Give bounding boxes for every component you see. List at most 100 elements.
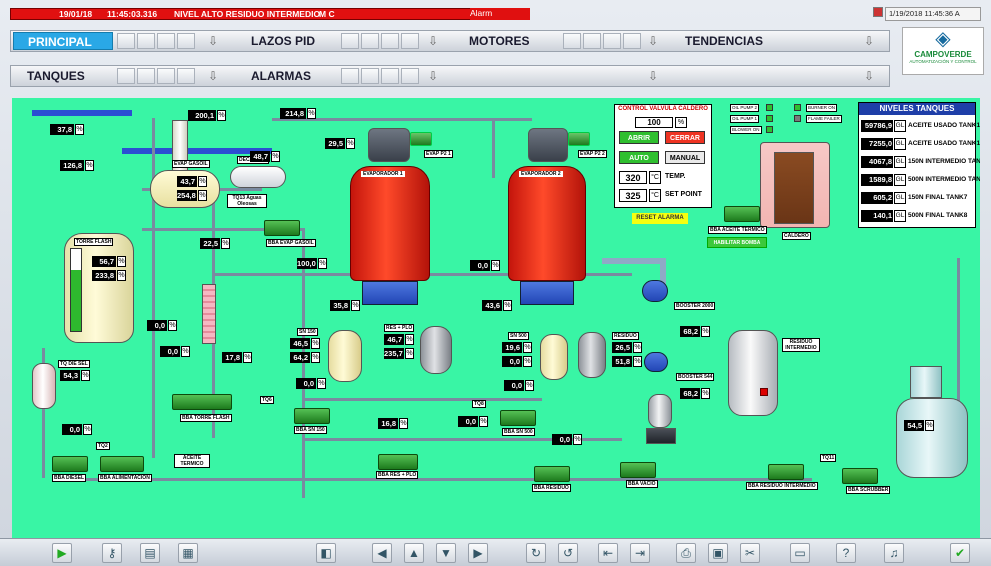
move-right-icon[interactable]: ⇥: [630, 543, 650, 563]
tag-residuo-intermedio: RESIDUO INTERMEDIO: [782, 338, 820, 352]
tank-level-name: ACEITE USADO TANK1: [908, 122, 980, 129]
play-icon[interactable]: ▶: [52, 543, 72, 563]
booster-544[interactable]: [644, 352, 668, 372]
tank-level-name: 150N FINAL TANK7: [908, 194, 968, 201]
pump-diesel[interactable]: [52, 456, 88, 472]
nav-down-arrow-icon[interactable]: ⇩: [427, 69, 439, 83]
value-display: 16,8: [378, 418, 398, 429]
document-icon[interactable]: ▦: [178, 543, 198, 563]
tag-bba-diesel: BBA DIESEL: [52, 474, 87, 482]
pump-residuo[interactable]: [534, 466, 570, 482]
tank-level-value: 605,2: [861, 192, 893, 204]
nav-motores[interactable]: MOTORES: [469, 34, 530, 48]
nav-down-arrow-icon[interactable]: ⇩: [427, 34, 439, 48]
nav-seg: [117, 68, 135, 84]
nav-down-arrow-icon[interactable]: ⇩: [647, 34, 659, 48]
pump-torre-flash[interactable]: [172, 394, 232, 410]
arrow-down-icon[interactable]: ▼: [436, 543, 456, 563]
pipe: [302, 438, 622, 441]
folder-icon[interactable]: ▤: [140, 543, 160, 563]
setpoint-label: SET POINT: [665, 191, 702, 198]
nav-down-arrow-icon[interactable]: ⇩: [207, 69, 219, 83]
logo-name: CAMPOVERDE: [914, 50, 972, 59]
valve-opening-value[interactable]: 100: [635, 117, 673, 128]
booster-2000[interactable]: [642, 280, 668, 302]
level-gauge: [70, 248, 82, 332]
tag-caldero: CALDERO: [782, 232, 811, 240]
tag-tq11: TQ11: [820, 454, 837, 462]
unit-label: %: [75, 124, 84, 135]
nav-tanques[interactable]: TANQUES: [27, 69, 85, 83]
logo-tagline: AUTOMATIZACIÓN Y CONTROL: [909, 59, 977, 64]
diesel-tank: [32, 363, 56, 409]
unit-label: %: [523, 342, 532, 353]
tag-tq-diesel: TQ DIE SEL: [58, 360, 90, 368]
value-display: 54,3: [60, 370, 80, 381]
computer-icon[interactable]: ▭: [790, 543, 810, 563]
auto-button[interactable]: AUTO: [619, 151, 659, 164]
speaker-icon[interactable]: ♫: [884, 543, 904, 563]
print-icon[interactable]: ⎙: [676, 543, 696, 563]
tank-level-value: 59786,9: [861, 120, 893, 132]
pipe: [492, 118, 495, 178]
pump-sn500[interactable]: [500, 410, 536, 426]
alarm-banner[interactable]: 19/01/18 11:45:03.316 NIVEL ALTO RESIDUO…: [10, 8, 510, 20]
pump-sn150[interactable]: [294, 408, 330, 424]
unit-label: %: [346, 138, 355, 149]
pipe: [52, 478, 812, 481]
pipe: [660, 258, 666, 288]
pump-evap-gasoil[interactable]: [264, 220, 300, 236]
manual-button[interactable]: MANUAL: [665, 151, 705, 164]
setpoint-value[interactable]: 325: [619, 189, 647, 202]
nav-down-arrow-icon[interactable]: ⇩: [863, 34, 875, 48]
unit-label: %: [317, 378, 326, 389]
caldero-core: [774, 152, 814, 224]
tank-level-unit: GL: [894, 120, 906, 132]
nav-tendencias[interactable]: TENDENCIAS: [685, 34, 764, 48]
pump-res-plo[interactable]: [378, 454, 418, 470]
pump-scrubber[interactable]: [842, 468, 878, 484]
nav-alarmas[interactable]: ALARMAS: [251, 69, 311, 83]
page-icon[interactable]: ▣: [708, 543, 728, 563]
nav-seg: [177, 33, 195, 49]
graphics-icon[interactable]: ◧: [316, 543, 336, 563]
move-left-icon[interactable]: ⇤: [598, 543, 618, 563]
nav-down-arrow-icon[interactable]: ⇩: [207, 34, 219, 48]
nav-down-arrow-icon[interactable]: ⇩: [863, 69, 875, 83]
key-icon[interactable]: ⚷: [102, 543, 122, 563]
nav-seg: [177, 68, 195, 84]
sn500-tank: [540, 334, 568, 380]
tank-level-value: 4067,8: [861, 156, 893, 168]
value-display: 0,0: [160, 346, 180, 357]
value-display: 0,0: [458, 416, 478, 427]
evaporator-2-motor[interactable]: [568, 132, 590, 146]
nav-seg: [361, 33, 379, 49]
tag-bba-vacio: BBA VACIO: [626, 480, 658, 488]
refresh-icon[interactable]: ↻: [526, 543, 546, 563]
cerrar-button[interactable]: CERRAR: [665, 131, 705, 144]
help-icon[interactable]: ?: [836, 543, 856, 563]
pump-residuo-intermedio[interactable]: [768, 464, 804, 480]
arrow-left-icon[interactable]: ◀: [372, 543, 392, 563]
undo-icon[interactable]: ↺: [558, 543, 578, 563]
habilitar-bomba-button[interactable]: HABILITAR BOMBA: [707, 237, 767, 248]
arrow-up-icon[interactable]: ▲: [404, 543, 424, 563]
check-icon[interactable]: ✔: [950, 543, 970, 563]
nav-principal[interactable]: PRINCIPAL: [13, 32, 113, 50]
reset-alarm-button[interactable]: RESET ALARMA: [632, 213, 688, 224]
high-level-alarm-light: [760, 388, 768, 396]
nav-down-arrow-icon[interactable]: ⇩: [647, 69, 659, 83]
evaporator-1-motor[interactable]: [410, 132, 432, 146]
tag-tq13: TQ13 Aguas Oleosas: [227, 194, 267, 208]
cut-icon[interactable]: ✂: [740, 543, 760, 563]
pump-vacio[interactable]: [620, 462, 656, 478]
tag-aceite-termico: ACEITE TERMICO: [174, 454, 210, 468]
arrow-right-icon[interactable]: ▶: [468, 543, 488, 563]
nav-lazos-pid[interactable]: LAZOS PID: [251, 34, 316, 48]
unit-label: %: [525, 380, 534, 391]
pump-aceite-termico[interactable]: [724, 206, 760, 222]
abrir-button[interactable]: ABRIR: [619, 131, 659, 144]
value-display: 29,5: [325, 138, 345, 149]
unit-label: %: [311, 352, 320, 363]
pump-alimentacion[interactable]: [100, 456, 144, 472]
